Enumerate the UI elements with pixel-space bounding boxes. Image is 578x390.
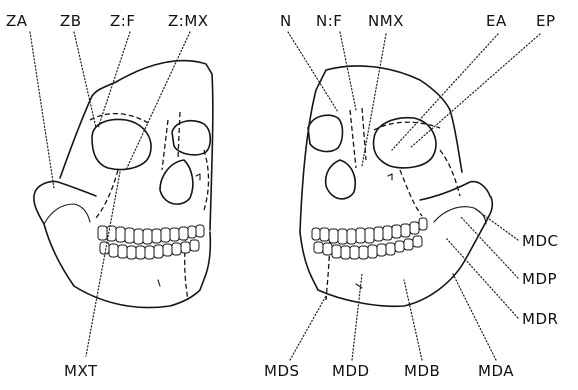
left-skull-nasal-aperture (160, 160, 193, 204)
label-ep: EP (536, 12, 556, 30)
left-skull-orbit (92, 120, 151, 170)
left-skull-suture-maxilla (204, 150, 209, 210)
right-skull-small-mark (388, 174, 392, 180)
left-skull-chin-mark (158, 280, 160, 286)
right-skull-far-orbit (308, 115, 343, 151)
leader-ea (392, 34, 498, 150)
label-mdp: MDP (522, 270, 557, 288)
leader-mdr (446, 238, 518, 318)
left-skull-upper-teeth (98, 225, 204, 244)
label-mdc: MDC (522, 232, 558, 250)
label-zmx: Z:MX (168, 12, 209, 30)
left-skull-far-orbit (172, 121, 210, 155)
right-skull-suture-zygoma (440, 150, 460, 196)
leader-za (30, 32, 54, 188)
right-skull-suture-maxilla (400, 170, 422, 216)
labels: ZA ZB Z:F Z:MX N N:F NMX EA EP MDC MDP M… (6, 12, 558, 380)
leader-zmx (126, 32, 190, 170)
leader-lines (30, 32, 540, 360)
right-skull (300, 66, 492, 306)
leader-ep (410, 34, 540, 148)
leader-mdp (460, 216, 518, 278)
label-n: N (280, 12, 292, 30)
label-mdd: MDD (332, 362, 370, 380)
right-skull-nasal-aperture (326, 160, 356, 199)
label-nf: N:F (316, 12, 342, 30)
left-skull-small-mark (196, 174, 200, 180)
leader-nf (340, 32, 356, 110)
label-mda: MDA (478, 362, 514, 380)
label-zf: Z:F (110, 12, 135, 30)
label-ea: EA (486, 12, 507, 30)
label-mdb: MDB (404, 362, 440, 380)
right-skull-ramus (434, 207, 486, 224)
right-skull-orbit (374, 118, 436, 168)
left-skull-ramus (44, 204, 90, 224)
left-skull-cranium-outline (60, 61, 213, 230)
right-skull-zygomatic-arch (420, 182, 490, 200)
label-za: ZA (6, 12, 28, 30)
label-zb: ZB (60, 12, 82, 30)
leader-mxt (86, 172, 120, 356)
leader-mda (452, 272, 496, 360)
label-mxt: MXT (64, 362, 98, 380)
left-skull-zygomatic-arch (36, 181, 96, 196)
leader-mds (290, 296, 326, 360)
label-nmx: NMX (368, 12, 404, 30)
left-skull-suture-zmx (96, 170, 118, 218)
label-mds: MDS (264, 362, 300, 380)
left-skull (34, 61, 213, 308)
leader-mdb (404, 280, 422, 360)
label-mdr: MDR (522, 310, 558, 328)
